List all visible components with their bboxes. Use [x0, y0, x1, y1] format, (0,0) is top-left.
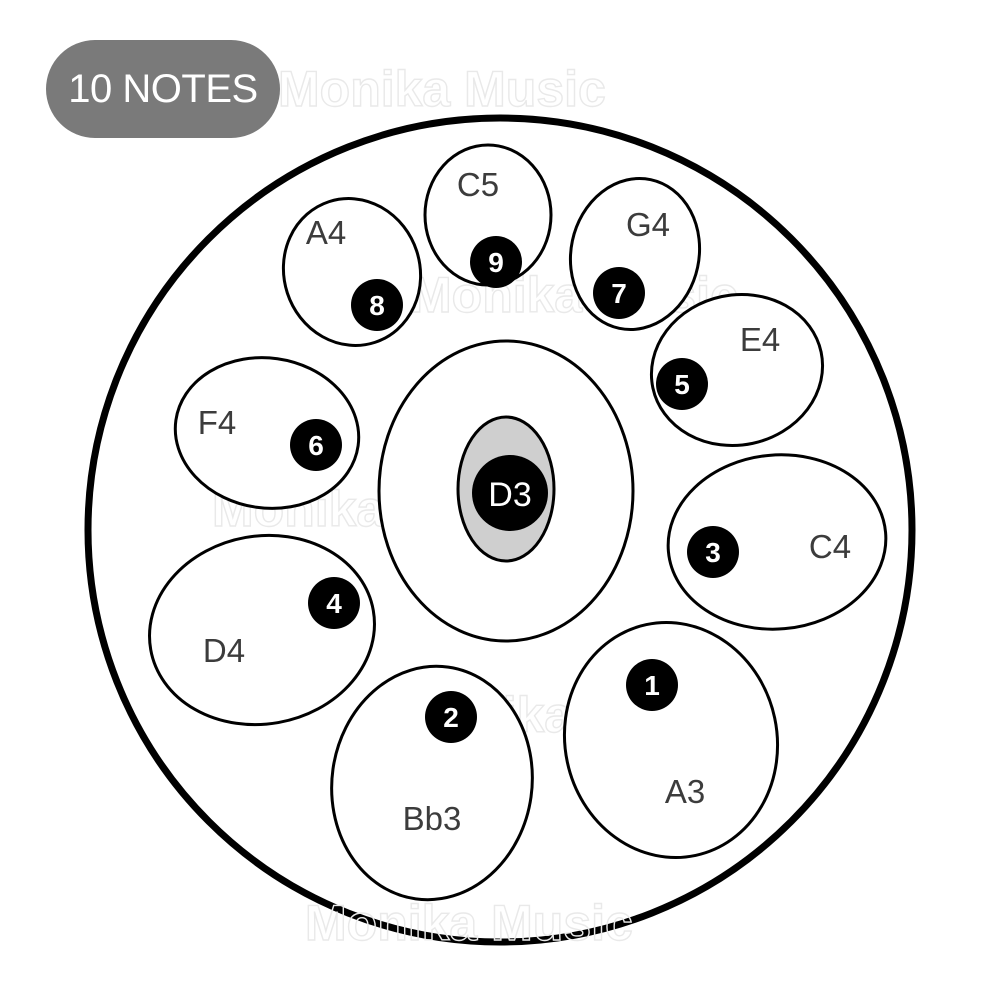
tone-field-g4[interactable]: 7 G4 [557, 166, 714, 341]
note-label: Bb3 [403, 800, 462, 837]
note-count-badge: 10 NOTES [46, 40, 280, 138]
note-number-marker [308, 577, 360, 629]
tone-field-d4[interactable]: 4 D4 [134, 518, 389, 742]
tone-field-a4[interactable]: 8 A4 [264, 181, 439, 364]
ding-label: D3 [488, 476, 531, 514]
note-number-marker [593, 267, 645, 319]
tone-field-e4[interactable]: 5 E4 [637, 279, 836, 461]
ding-marker [472, 455, 548, 531]
tone-field-c5[interactable]: 9 C5 [423, 143, 553, 288]
note-label: F4 [198, 404, 237, 441]
note-number: 6 [308, 430, 324, 461]
note-number: 8 [369, 290, 385, 321]
note-number: 3 [705, 537, 721, 568]
note-number-marker [626, 659, 678, 711]
note-number-marker [470, 236, 522, 288]
note-label: A3 [665, 773, 705, 810]
note-label: G4 [626, 206, 670, 243]
note-label: C4 [809, 528, 851, 565]
note-number: 7 [611, 278, 627, 309]
note-label: D4 [203, 632, 245, 669]
tone-field-f4[interactable]: 6 F4 [165, 346, 368, 520]
note-number: 2 [443, 702, 459, 733]
note-number: 4 [326, 588, 342, 619]
tone-field-a3[interactable]: 1 A3 [543, 603, 799, 878]
note-number-marker [656, 358, 708, 410]
note-label: A4 [306, 214, 346, 251]
tone-field-outline [562, 620, 780, 860]
tone-field-bb3[interactable]: 2 Bb3 [317, 653, 548, 913]
note-label: C5 [457, 166, 499, 203]
note-number-marker [425, 691, 477, 743]
note-number-marker [290, 419, 342, 471]
note-number: 5 [674, 369, 690, 400]
tone-field-outline [649, 292, 825, 448]
note-number: 9 [488, 247, 504, 278]
tone-field-outline [666, 453, 888, 631]
ding-area[interactable]: D3 [377, 339, 635, 643]
note-number-marker [687, 526, 739, 578]
tone-field-c4[interactable]: 3 C4 [661, 446, 893, 638]
tone-field-outline [330, 664, 534, 902]
note-number-marker [351, 279, 403, 331]
note-number: 1 [644, 670, 660, 701]
note-label: E4 [740, 321, 780, 358]
watermark: Monika Music [278, 61, 606, 117]
